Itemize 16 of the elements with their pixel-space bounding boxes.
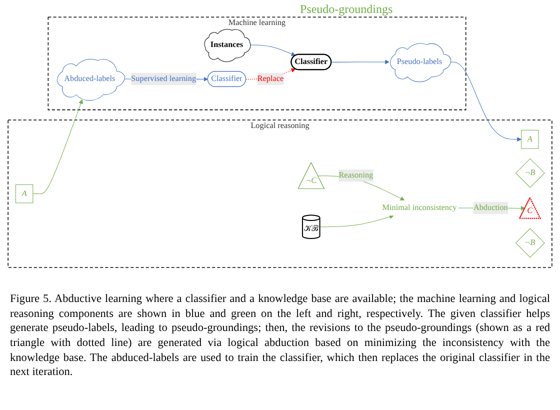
node-diamond: ¬B	[515, 228, 545, 258]
edge-label: Abduction	[473, 203, 508, 212]
node-box: A	[521, 130, 539, 148]
edge-label: Reasoning	[338, 170, 374, 180]
edge-label: Supervised learning	[131, 74, 196, 83]
edge-label: Replace	[257, 74, 284, 83]
node-text: Minimal inconsistency	[382, 203, 457, 212]
arrow	[449, 61, 522, 142]
arrow	[331, 59, 390, 64]
node-diamond: ¬B	[515, 158, 545, 188]
arrow	[249, 44, 296, 56]
arrow	[320, 214, 394, 227]
node-box: A	[15, 184, 34, 203]
figure-caption: Figure 5. Abductive learning where a classifier and a knowledge base are available; the machine learning and logical reasoning components are shown in blue and green on the left and right, respectively. The given classifier helps generate pseudo-labels, leading to pseudo-groundings; then, the revisions to the pseudo-groundings (shown as a red triangle with dotted line) are generated via logical abduction based on minimizing the inconsistency with the knowledge base. The abduced-labels are used to train the classifier, which then replaces the original classifier in the next iteration.	[10, 292, 550, 380]
arrow	[32, 99, 83, 194]
section-label: Pseudo-groundings	[300, 2, 393, 17]
